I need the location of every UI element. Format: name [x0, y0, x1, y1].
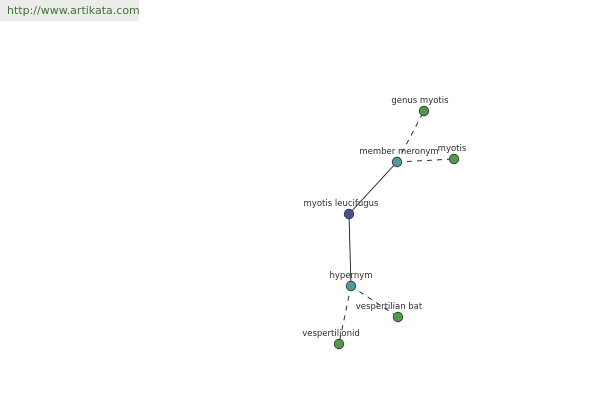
node-label-vespertilionid[interactable]: vespertilionid: [302, 329, 360, 339]
node-label-member-meronym[interactable]: member meronym: [359, 147, 438, 157]
node-dot-center[interactable]: [343, 208, 355, 220]
node-label-myotis[interactable]: myotis: [438, 144, 467, 154]
url-banner: http://www.artikata.com: [0, 0, 140, 21]
node-label-genus-myotis[interactable]: genus myotis: [391, 96, 449, 106]
graph-nodes: myotis leucifugus member meronym hypernym g…: [302, 96, 467, 350]
edge-center-to-hypernym: [348, 213, 352, 287]
node-dot-genus-myotis[interactable]: [418, 105, 430, 117]
edge-center-to-member-meronym: [348, 161, 398, 215]
node-genus-myotis[interactable]: genus myotis: [391, 96, 449, 117]
node-hypernym[interactable]: hypernym: [329, 271, 373, 292]
node-label-center[interactable]: myotis leucifugus: [304, 199, 380, 209]
node-dot-vespertilian-bat[interactable]: [392, 311, 404, 323]
node-dot-hypernym[interactable]: [345, 280, 357, 292]
graph-edges: [338, 110, 455, 345]
node-label-vespertilian-bat[interactable]: vespertilian bat: [356, 302, 423, 312]
site-url[interactable]: http://www.artikata.com: [7, 4, 140, 17]
node-vespertilian-bat[interactable]: vespertilian bat: [356, 302, 423, 323]
node-dot-member-meronym[interactable]: [391, 156, 403, 168]
node-label-hypernym[interactable]: hypernym: [329, 271, 372, 281]
node-dot-vespertilionid[interactable]: [333, 338, 345, 350]
node-dot-myotis[interactable]: [448, 153, 460, 165]
node-center[interactable]: myotis leucifugus: [304, 199, 380, 220]
node-myotis[interactable]: myotis: [438, 144, 467, 165]
node-member-meronym[interactable]: member meronym: [359, 147, 439, 168]
edge-member-meronym-to-myotis: [396, 158, 455, 163]
node-vespertilionid[interactable]: vespertilionid: [302, 329, 360, 350]
